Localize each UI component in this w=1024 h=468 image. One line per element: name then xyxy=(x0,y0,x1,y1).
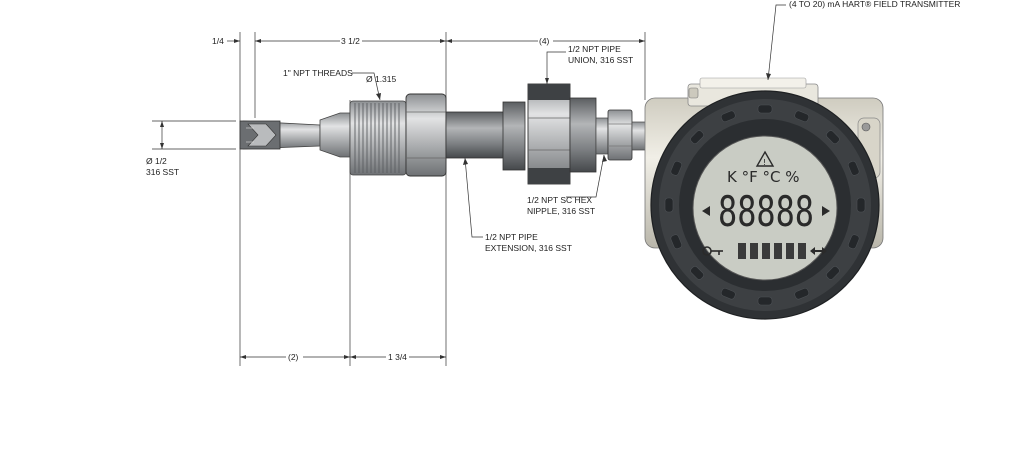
key-icon xyxy=(702,246,723,256)
bezel-lug xyxy=(690,266,704,280)
threaded-shank xyxy=(319,100,407,176)
hex-bushing xyxy=(405,93,447,177)
dim-bottom-left: (2) xyxy=(288,352,299,362)
bezel-lug xyxy=(794,287,810,300)
label-probe-dia-line1: Ø 1/2 xyxy=(146,156,167,166)
left-triangle-icon xyxy=(702,206,710,216)
mini-segment-display xyxy=(738,243,806,259)
label-nipple-line1: 1/2 NPT SC HEX xyxy=(527,195,592,205)
bezel-lug xyxy=(670,160,683,176)
label-npt-threads: 1" NPT THREADS xyxy=(283,68,353,78)
dim-top-left: 1/4 xyxy=(212,36,224,46)
lcd-units: K °F °C % xyxy=(727,168,800,186)
dim-top-mid: 3 1/2 xyxy=(341,36,360,46)
bezel-lug xyxy=(690,130,704,144)
bezel-lug xyxy=(847,160,860,176)
label-transmitter: (4 TO 20) mA HART® FIELD TRANSMITTER xyxy=(789,0,960,9)
bezel-lug xyxy=(720,110,736,123)
bezel-lug xyxy=(847,234,860,250)
label-extension-line2: EXTENSION, 316 SST xyxy=(485,243,572,253)
label-union-line2: UNION, 316 SST xyxy=(568,55,633,65)
pipe-union xyxy=(502,83,597,185)
bezel-lug xyxy=(826,266,840,280)
hex-nipple xyxy=(595,109,649,161)
bidirectional-arrows-icon xyxy=(810,247,827,255)
dim-bottom-right: 1 3/4 xyxy=(388,352,407,362)
label-diameter-1315: Ø 1.315 xyxy=(366,74,397,84)
bezel-lug xyxy=(757,104,773,114)
warning-triangle-icon xyxy=(755,150,775,167)
lcd-display: ! K °F °C % 88888 xyxy=(692,135,838,281)
label-extension-line1: 1/2 NPT PIPE xyxy=(485,232,538,242)
bezel-lug xyxy=(794,110,810,123)
bezel-lug xyxy=(664,197,674,213)
bezel-lug xyxy=(670,234,683,250)
lcd-digits: 88888 xyxy=(718,187,814,236)
label-nipple-line2: NIPPLE, 316 SST xyxy=(527,206,595,216)
dimension-arrowheads xyxy=(160,39,645,359)
svg-text:!: ! xyxy=(763,158,766,167)
bezel-lug xyxy=(757,296,773,306)
right-triangle-icon xyxy=(822,206,830,216)
label-union-line1: 1/2 NPT PIPE xyxy=(568,44,621,54)
probe-stem xyxy=(239,120,321,150)
leader-lines xyxy=(352,4,786,238)
bezel-lug xyxy=(856,197,866,213)
bezel-lug xyxy=(826,130,840,144)
pipe-extension xyxy=(445,111,505,159)
bezel-lug xyxy=(720,287,736,300)
leader-arrowheads xyxy=(376,73,771,165)
dim-top-right: (4) xyxy=(539,36,550,46)
label-probe-dia-line2: 316 SST xyxy=(146,167,179,177)
bezel-lugs xyxy=(664,104,866,306)
